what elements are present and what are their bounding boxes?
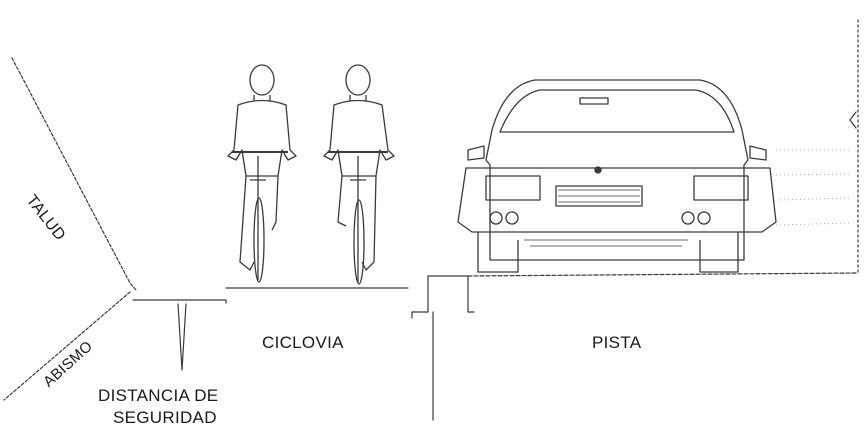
cyclist-left <box>227 64 297 283</box>
safety-pointer <box>177 303 187 371</box>
slope-line <box>11 57 137 291</box>
label-ciclovia: CICLOVIA <box>262 333 344 352</box>
distant-hedge <box>775 149 851 226</box>
safety-strip <box>132 299 227 304</box>
cyclist-right <box>323 64 395 285</box>
label-pista: PISTA <box>592 333 642 352</box>
curb <box>411 275 475 319</box>
abyss-line <box>3 291 131 401</box>
label-seguridad: SEGURIDAD <box>113 408 217 427</box>
right-edge-marker <box>849 111 857 129</box>
label-distancia-de: DISTANCIA DE <box>98 386 219 405</box>
road-surface <box>467 272 857 277</box>
car-front-view <box>457 79 777 273</box>
